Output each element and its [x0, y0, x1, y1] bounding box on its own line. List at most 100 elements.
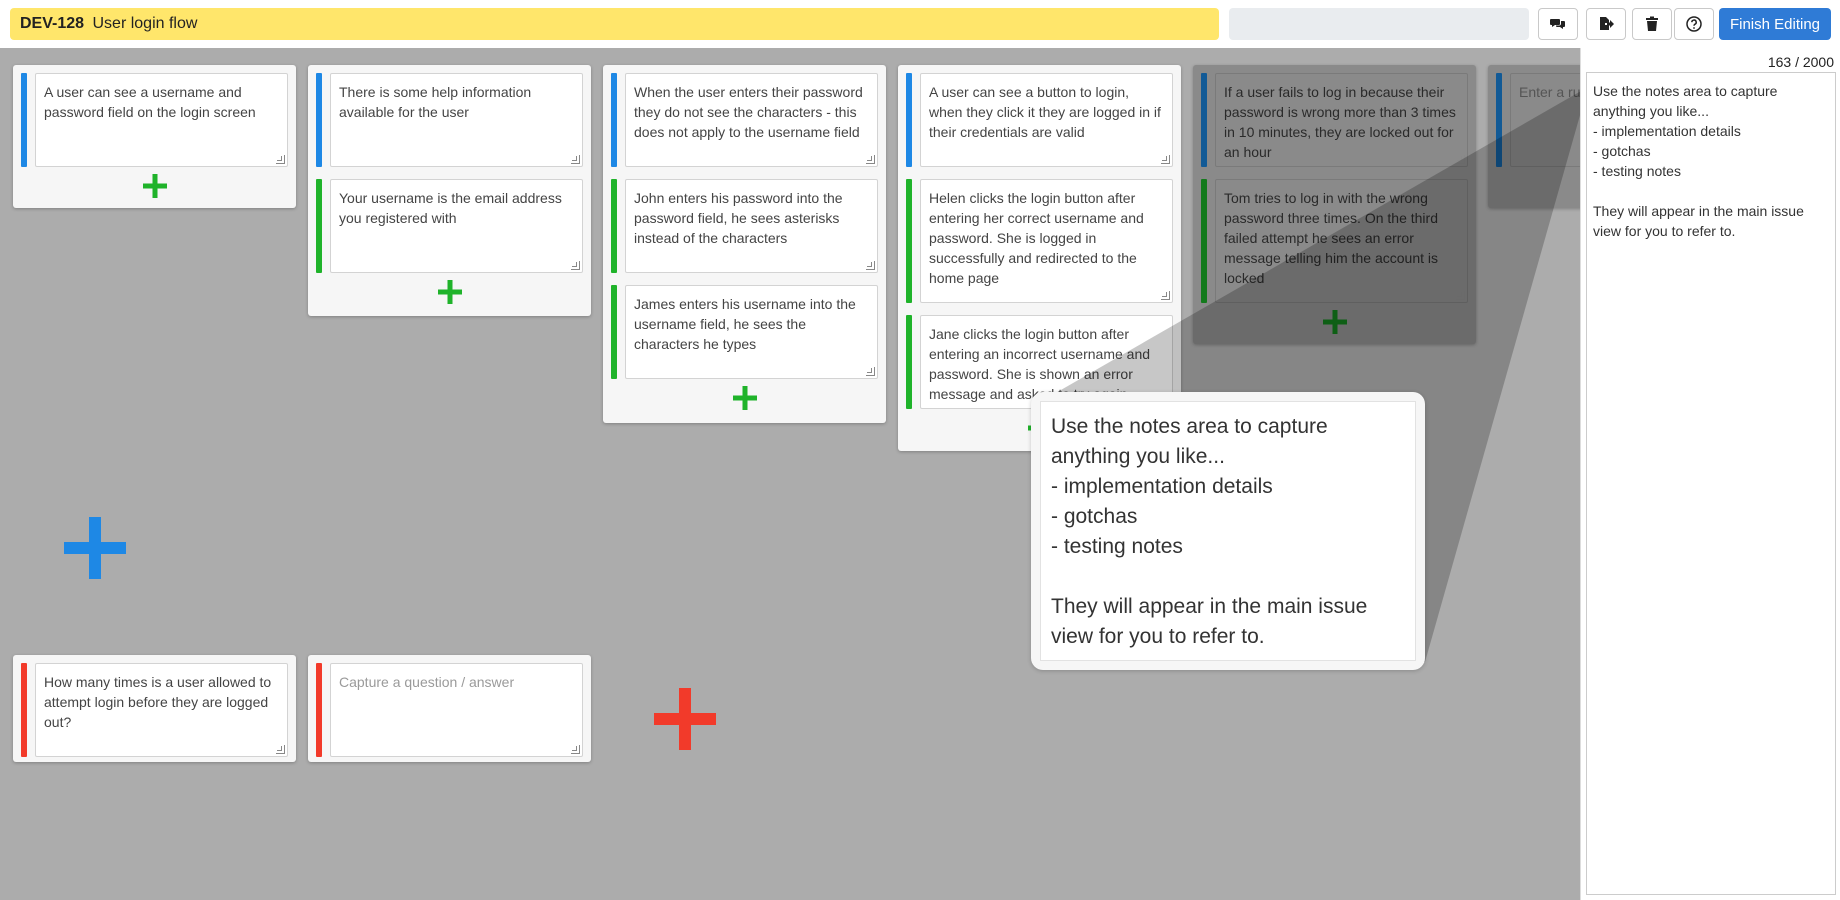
finish-editing-button[interactable]: Finish Editing — [1719, 8, 1831, 40]
resize-handle[interactable] — [1456, 155, 1465, 164]
plus-icon — [654, 688, 716, 750]
delete-button[interactable] — [1632, 8, 1672, 40]
rule-card: When the user enters their password they… — [611, 73, 878, 167]
example-stripe — [611, 285, 617, 379]
rule-card: There is some help information available… — [316, 73, 583, 167]
plus-icon — [64, 517, 126, 579]
resize-handle[interactable] — [1161, 155, 1170, 164]
example-text: Your username is the email address you r… — [339, 190, 562, 226]
rule-text: A user can see a button to login, when t… — [929, 84, 1161, 140]
add-example-button[interactable] — [1201, 309, 1468, 347]
example-text: John enters his password into the passwo… — [634, 190, 843, 246]
plus-icon — [732, 386, 757, 410]
notes-character-count: 163 / 2000 — [1767, 54, 1834, 70]
issue-key: DEV-128 — [20, 15, 85, 32]
example-card: John enters his password into the passwo… — [611, 179, 878, 273]
rule-text: A user can see a username and password f… — [44, 84, 256, 120]
add-question-button[interactable] — [654, 688, 716, 755]
resize-handle[interactable] — [866, 155, 875, 164]
add-example-button[interactable] — [316, 279, 583, 317]
example-card: Tom tries to log in with the wrong passw… — [1201, 179, 1468, 303]
resize-handle[interactable] — [866, 261, 875, 270]
trash-icon — [1646, 16, 1658, 31]
example-text: Helen clicks the login button after ente… — [929, 190, 1144, 286]
rule-text-field[interactable]: If a user fails to log in because their … — [1215, 73, 1468, 167]
rule-text-field[interactable]: There is some help information available… — [330, 73, 583, 167]
resize-handle[interactable] — [1161, 291, 1170, 300]
question-column-2: Capture a question / answer — [308, 655, 591, 762]
plus-icon — [142, 174, 167, 198]
example-text: James enters his username into the usern… — [634, 296, 856, 352]
example-stripe — [316, 179, 322, 273]
add-example-button[interactable] — [21, 173, 288, 211]
rule-card: A user can see a button to login, when t… — [906, 73, 1173, 167]
question-card: Capture a question / answer — [316, 663, 583, 757]
rule-stripe — [1496, 73, 1502, 167]
rule-stripe — [611, 73, 617, 167]
question-stripe — [21, 663, 27, 757]
add-rule-button[interactable] — [64, 517, 126, 584]
comments-icon — [1550, 19, 1565, 29]
example-stripe — [906, 179, 912, 303]
tooltip-text: Use the notes area to capture anything y… — [1040, 401, 1416, 661]
resize-handle[interactable] — [276, 155, 285, 164]
rule-card: If a user fails to log in because their … — [1201, 73, 1468, 167]
question-placeholder: Capture a question / answer — [339, 674, 515, 690]
export-icon — [1600, 17, 1614, 30]
rule-stripe — [21, 73, 27, 167]
question-column-1: How many times is a user allowed to atte… — [13, 655, 296, 762]
resize-handle[interactable] — [571, 261, 580, 270]
plus-icon — [1322, 310, 1347, 334]
question-text-field[interactable]: How many times is a user allowed to atte… — [35, 663, 288, 757]
rule-text: If a user fails to log in because their … — [1224, 84, 1456, 160]
rule-column-4: A user can see a button to login, when t… — [898, 65, 1181, 451]
example-stripe — [611, 179, 617, 273]
rule-text: When the user enters their password they… — [634, 84, 863, 140]
export-button[interactable] — [1586, 8, 1626, 40]
resize-handle[interactable] — [1456, 291, 1465, 300]
comments-button[interactable] — [1538, 8, 1578, 40]
issue-title: User login flow — [92, 15, 198, 32]
rule-text-field[interactable]: A user can see a button to login, when t… — [920, 73, 1173, 167]
example-text-field[interactable]: Helen clicks the login button after ente… — [920, 179, 1173, 303]
add-example-button[interactable] — [611, 385, 878, 423]
question-text: How many times is a user allowed to atte… — [44, 674, 272, 730]
rule-column-2: There is some help information available… — [308, 65, 591, 316]
rule-stripe — [316, 73, 322, 167]
rule-stripe — [1201, 73, 1207, 167]
rule-text-field[interactable]: When the user enters their password they… — [625, 73, 878, 167]
notes-panel: 163 / 2000 Use the notes area to capture… — [1580, 48, 1840, 900]
rule-stripe — [906, 73, 912, 167]
rule-text: There is some help information available… — [339, 84, 532, 120]
rule-column-1: A user can see a username and password f… — [13, 65, 296, 208]
example-text-field[interactable]: Your username is the email address you r… — [330, 179, 583, 273]
search-input[interactable] — [1229, 8, 1529, 40]
example-text: Tom tries to log in with the wrong passw… — [1224, 190, 1438, 286]
example-card: Helen clicks the login button after ente… — [906, 179, 1173, 303]
new-question-field[interactable]: Capture a question / answer — [330, 663, 583, 757]
plus-icon — [437, 280, 462, 304]
help-icon — [1686, 16, 1702, 32]
example-stripe — [906, 315, 912, 409]
help-button[interactable] — [1674, 8, 1714, 40]
example-text-field[interactable]: James enters his username into the usern… — [625, 285, 878, 379]
example-card: Your username is the email address you r… — [316, 179, 583, 273]
rule-column-5: If a user fails to log in because their … — [1193, 65, 1476, 344]
resize-handle[interactable] — [276, 745, 285, 754]
example-text-field[interactable]: John enters his password into the passwo… — [625, 179, 878, 273]
example-stripe — [1201, 179, 1207, 303]
example-card: James enters his username into the usern… — [611, 285, 878, 379]
resize-handle[interactable] — [571, 155, 580, 164]
resize-handle[interactable] — [571, 745, 580, 754]
issue-title-field[interactable]: DEV-128 User login flow — [10, 8, 1219, 40]
rule-card: A user can see a username and password f… — [21, 73, 288, 167]
notes-textarea[interactable]: Use the notes area to capture anything y… — [1586, 72, 1836, 895]
rule-column-3: When the user enters their password they… — [603, 65, 886, 423]
rule-text-field[interactable]: A user can see a username and password f… — [35, 73, 288, 167]
example-text-field[interactable]: Tom tries to log in with the wrong passw… — [1215, 179, 1468, 303]
question-card: How many times is a user allowed to atte… — [21, 663, 288, 757]
question-stripe — [316, 663, 322, 757]
top-bar: DEV-128 User login flow Finish Editing — [0, 0, 1840, 48]
notes-tooltip: Use the notes area to capture anything y… — [1031, 392, 1425, 670]
resize-handle[interactable] — [866, 367, 875, 376]
